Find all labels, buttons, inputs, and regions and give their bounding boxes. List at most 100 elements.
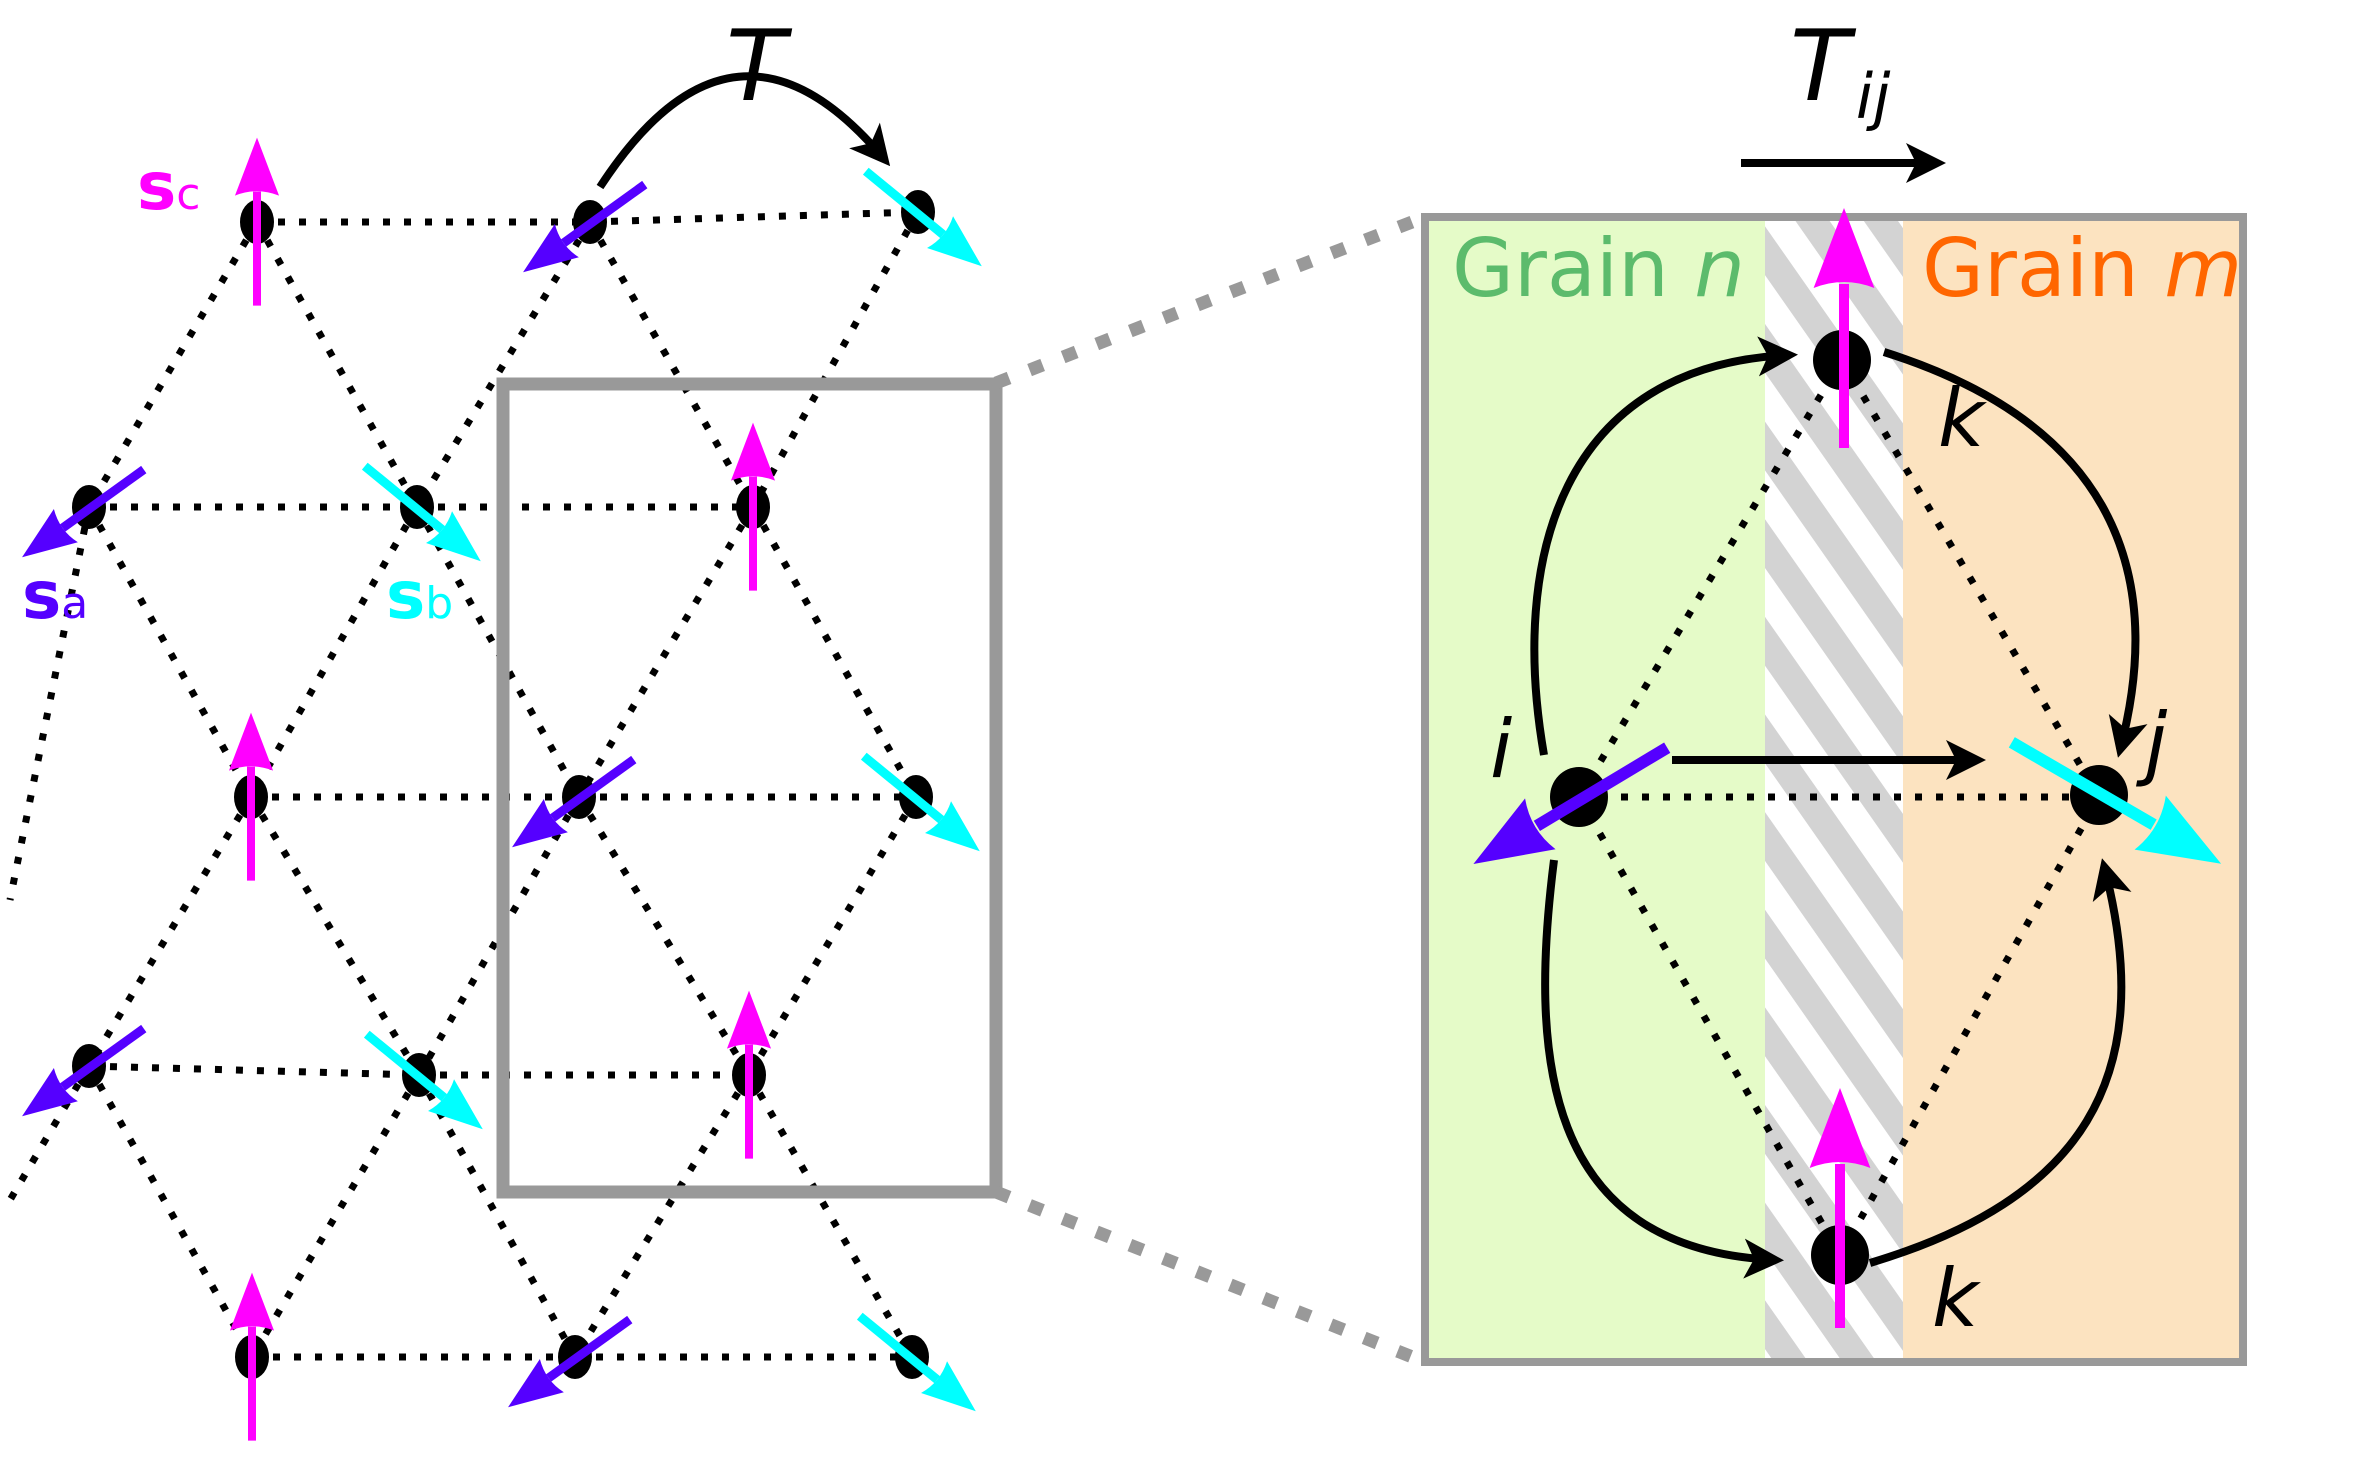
spin-arrow-b [856, 1312, 976, 1412]
lattice-bond [247, 505, 421, 799]
lattice-bond [6, 506, 93, 901]
spin-arrow-a-head [523, 224, 579, 273]
spin-arrow-b-shaft [361, 462, 445, 534]
path-k-bottom-to-j [1868, 858, 2132, 1267]
lattice-bond [745, 795, 920, 1077]
zoom-connector-top [993, 210, 1428, 390]
spin-b-label: sb [386, 557, 453, 634]
spin-arrow-c-head [234, 137, 280, 196]
lattice-bond [248, 1073, 423, 1359]
spin-arrow-b-head [921, 1361, 976, 1412]
lattice-bond [85, 1064, 256, 1359]
spin-arrow-a-shaft [545, 1315, 633, 1382]
spin-arrow-a [523, 180, 648, 273]
zoom-region-frame [496, 377, 1003, 1199]
spin-arrow-b-shaft [862, 167, 946, 239]
bond-i-k-bottom [1575, 795, 1844, 1257]
bond-k-bottom-j [1836, 795, 2103, 1257]
lattice-bond [749, 505, 920, 799]
lattice-bond [572, 1073, 752, 1359]
zoom-connector-bottom [993, 1185, 1428, 1369]
spin-arrow-b-shaft [856, 1312, 940, 1384]
hopping-arc-arrow [596, 72, 891, 190]
hopping-ij-subscript: ij [1856, 60, 1891, 133]
spin-arrow-j-head [2134, 795, 2222, 864]
spin-arrow-a-shaft [59, 465, 147, 532]
spin-a-symbol: s [22, 557, 61, 634]
spin-arrow-a [508, 1315, 633, 1408]
lattice-bond [575, 505, 757, 799]
spin-arrow-k-bottom-head [1809, 1088, 1871, 1168]
lattice-bond [586, 220, 757, 509]
lattice-bond [248, 795, 422, 1077]
lattice-bond [589, 208, 919, 226]
spin-arrow-k-bottom [1809, 1088, 1871, 1328]
panel-spins [1473, 208, 2222, 1328]
spin-a-label: sa [22, 557, 88, 634]
lattice-bond [413, 505, 583, 799]
spin-a-subscript: a [61, 578, 88, 629]
bond-i-k-top [1576, 358, 1845, 799]
spin-arrow-j-shaft [2008, 737, 2157, 830]
bond-k-top-j [1838, 358, 2103, 799]
spin-arrow-c-head [228, 712, 274, 771]
path-k-top-to-j [1882, 348, 2148, 758]
spin-arrow-a-shaft [549, 755, 637, 822]
spin-arrow-c-head [229, 1272, 275, 1331]
spin-arrow-i-shaft [1533, 742, 1671, 832]
grain-boundary-panel: Grain n Grain m i j k k Tij [1421, 10, 2247, 1366]
spin-arrow-a-head [508, 1359, 564, 1408]
lattice-panel: T sc sa sb [6, 10, 1428, 1441]
spin-arrow-b-head [428, 1079, 483, 1130]
spin-arrow-b [363, 1030, 483, 1130]
site-k-bottom-label: k [1932, 1252, 1981, 1345]
spin-arrow-b [361, 462, 481, 562]
spin-arrow-c-head [730, 422, 776, 481]
grain-boundary-region [1765, 217, 1903, 1362]
spin-arrow-a-head [22, 1068, 78, 1117]
lattice-bond [85, 220, 261, 509]
spin-arrow-a-head [512, 799, 568, 848]
grain-n-label: Grain n [1452, 222, 1745, 315]
path-i-to-k-bottom [1541, 859, 1784, 1279]
grain-panel-frame [1421, 213, 2247, 1366]
spin-arrow-c [234, 137, 280, 306]
grain-m-variable: m [2164, 222, 2242, 315]
grain-n-variable: n [1694, 222, 1745, 315]
spin-arrow-a-head [22, 509, 78, 558]
spin-arrow-b [862, 167, 982, 267]
path-i-to-k-top [1530, 336, 1798, 756]
grain-m-label: Grain m [1922, 222, 2242, 315]
spin-b-symbol: s [386, 557, 425, 634]
spin-arrow-c [228, 712, 274, 881]
spin-arrow-b-head [925, 801, 980, 852]
lattice-bond [749, 210, 922, 509]
lattice-bond [88, 1062, 420, 1079]
spin-arrow-a [512, 755, 637, 848]
lattice-bond [745, 1073, 916, 1359]
spin-arrow-c [229, 1272, 275, 1441]
spin-arrow-a-shaft [560, 180, 648, 247]
hopping-ij-symbol: T [1790, 10, 1857, 124]
grain-n-prefix: Grain [1452, 222, 1694, 315]
lattice-bond [85, 505, 255, 799]
lattice-bond [414, 220, 593, 509]
spin-arrow-b-head [927, 216, 982, 267]
spin-arrow-b-shaft [860, 752, 944, 824]
lattice-bond [86, 795, 254, 1068]
spin-arrow-i-head [1473, 798, 1556, 864]
lattice-bond [6, 1064, 93, 1202]
spin-arrow-j [2008, 737, 2222, 864]
spin-arrow-c-head [726, 990, 772, 1049]
spin-arrow-k-top [1813, 208, 1875, 448]
hopping-label: T [726, 10, 793, 124]
spin-arrow-i [1473, 742, 1671, 864]
spin-arrow-a [22, 465, 147, 558]
lattice-bond [253, 220, 421, 509]
spin-b-subscript: b [425, 578, 453, 629]
grain-m-prefix: Grain [1922, 222, 2164, 315]
lattice-bonds [6, 208, 922, 1361]
site-i-label: i [1490, 703, 1512, 796]
spin-arrow-a [22, 1024, 147, 1117]
